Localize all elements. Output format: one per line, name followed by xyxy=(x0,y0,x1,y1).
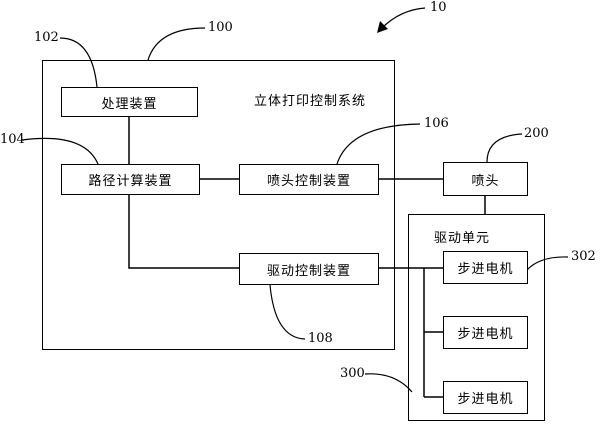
processing-device-box: 处理装置 xyxy=(61,87,198,117)
stepper-motor-box: 步进电机 xyxy=(443,381,528,414)
drive-control-device-box: 驱动控制装置 xyxy=(239,253,379,285)
ref-label-302: 302 xyxy=(571,249,596,264)
ref-label-102: 102 xyxy=(34,30,59,45)
stepper-motor-box: 步进电机 xyxy=(443,251,528,284)
stepper-motor-box: 步进电机 xyxy=(443,316,528,349)
ref-label-106: 106 xyxy=(424,116,449,131)
path-calculation-device-box: 路径计算装置 xyxy=(61,164,200,195)
drive-unit-title: 驱动单元 xyxy=(434,231,491,246)
nozzle-control-device-box: 喷头控制装置 xyxy=(239,164,379,195)
ref-label-108: 108 xyxy=(308,331,333,346)
control-system-frame xyxy=(42,60,395,350)
ref-label-100: 100 xyxy=(208,20,233,35)
ref-label-300: 300 xyxy=(340,366,365,381)
drive-unit-frame xyxy=(408,214,545,421)
ref-label-10: 10 xyxy=(430,0,447,15)
nozzle-box: 喷头 xyxy=(443,162,528,196)
system-title: 立体打印控制系统 xyxy=(254,94,367,109)
ref-label-104: 104 xyxy=(0,132,25,147)
ref-label-200: 200 xyxy=(524,126,549,141)
